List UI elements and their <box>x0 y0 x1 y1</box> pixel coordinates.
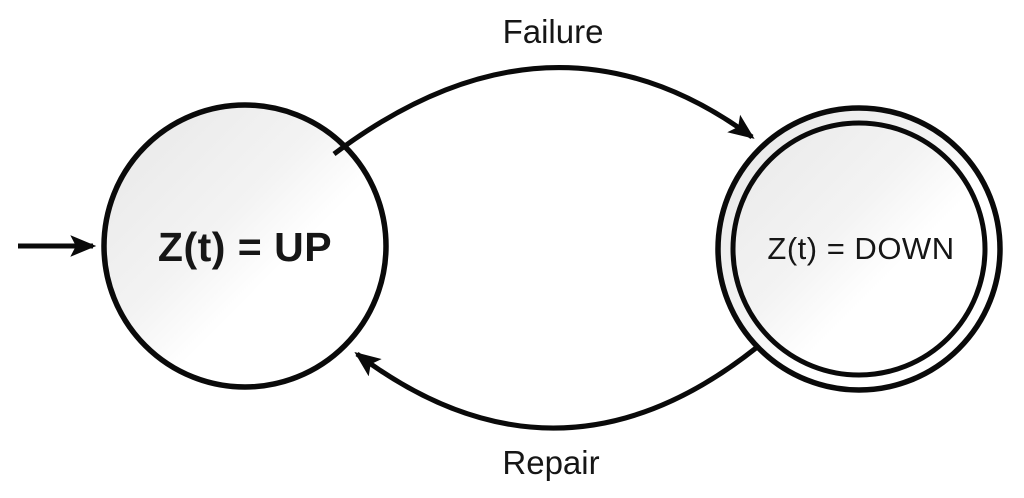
repair-transition-arc <box>354 346 758 431</box>
down-state-outer-circle <box>715 105 1003 393</box>
failure-transition-label: Failure <box>503 13 604 50</box>
up-state-circle <box>101 102 389 390</box>
down-state-inner-circle <box>730 120 988 378</box>
repair-transition-label: Repair <box>502 444 599 481</box>
down-state-label: Z(t) = DOWN <box>767 231 954 266</box>
up-state-label: Z(t) = UP <box>158 224 332 270</box>
failure-transition-arc <box>332 65 755 156</box>
